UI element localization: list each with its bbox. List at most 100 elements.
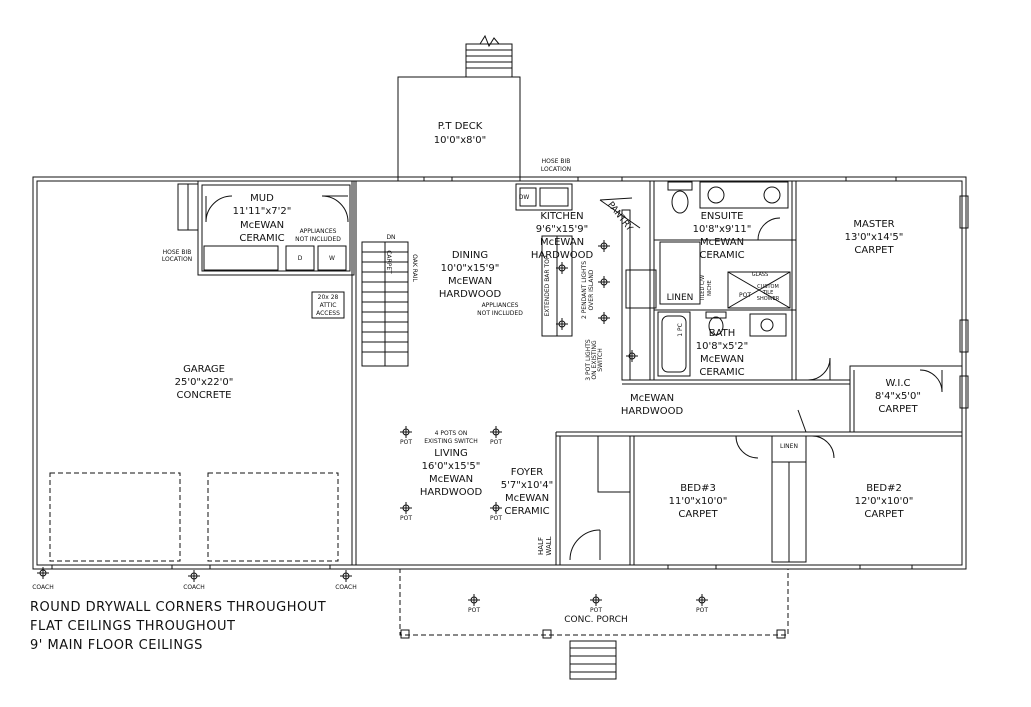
mud-room-walls <box>197 180 355 276</box>
label-living: 4 POTS ON EXISTING SWITCH LIVING 16'0"x1… <box>400 430 502 522</box>
label-pot-porch-1: POT <box>468 607 480 614</box>
label-bath: BATH 10'8"x5'2" McEWAN CERAMIC 1 PC <box>677 323 748 378</box>
label-mud: MUD 11'11"x7'2" McEWAN CERAMIC APPLIANCE… <box>233 193 342 262</box>
label-coach-3: COACH <box>335 584 357 591</box>
label-living-name: LIVING <box>434 448 468 459</box>
note-appliances-dining-2: NOT INCLUDED <box>477 310 523 317</box>
label-porch-name: CONC. PORCH <box>564 615 627 625</box>
label-washer: W <box>329 255 335 262</box>
note-hose-bib-left-1: HOSE BIB <box>163 249 192 256</box>
label-bed2: BED#2 12'0"x10'0" CARPET <box>855 483 914 520</box>
label-garage: GARAGE 25'0"x22'0" CONCRETE <box>175 364 234 401</box>
label-garage-size: 25'0"x22'0" <box>175 377 234 388</box>
label-ensuite-size: 10'8"x9'11" <box>693 224 752 235</box>
note-appliances-dining-1: APPLIANCES <box>482 302 519 309</box>
label-kitchen-name: KITCHEN <box>540 211 583 222</box>
note-attic-1: 20x 28 <box>318 294 339 301</box>
bath-walls <box>622 181 850 385</box>
label-pt-deck-name: P.T DECK <box>438 121 483 132</box>
label-one-pc: 1 PC <box>677 323 684 337</box>
label-living-size: 16'0"x15'5" <box>422 461 481 472</box>
note-glass: GLASS <box>752 272 769 278</box>
garage-door-left <box>49 472 181 562</box>
porch <box>399 568 789 680</box>
label-pot-living-4: POT <box>490 515 502 522</box>
label-master-name: MASTER <box>853 219 894 230</box>
label-garage-finish: CONCRETE <box>176 390 231 401</box>
main-stairs <box>361 241 409 367</box>
label-dining-size: 10'0"x15'9" <box>441 263 500 274</box>
label-pot-porch-2: POT <box>590 607 602 614</box>
label-bed3: BED#3 11'0"x10'0" CARPET <box>669 483 728 520</box>
label-bed3-name: BED#3 <box>680 483 716 494</box>
exterior-walls <box>32 176 967 570</box>
label-bed2-name: BED#2 <box>866 483 902 494</box>
label-hall-line1: McEWAN <box>630 393 674 404</box>
label-dishwasher: DW <box>519 194 530 201</box>
note-appliances-mud-1: APPLIANCES <box>300 228 337 235</box>
label-dining-line3: McEWAN <box>448 276 492 287</box>
label-dining-line4: HARDWOOD <box>439 289 502 300</box>
note-pendant-1: 2 PENDANT LIGHTS <box>581 261 588 319</box>
label-hall: McEWAN HARDWOOD <box>621 393 684 417</box>
note-pot3-1: 3 POT LIGHTS <box>585 339 592 381</box>
label-ensuite-line3: McEWAN <box>700 237 744 248</box>
garage-door-right <box>207 472 339 562</box>
label-mud-name: MUD <box>250 193 274 204</box>
note-drywall-corners: ROUND DRYWALL CORNERS THROUGHOUT <box>30 600 326 615</box>
label-hose-bib-left: HOSE BIB LOCATION <box>162 249 192 263</box>
label-wic-finish: CARPET <box>878 404 918 415</box>
bedroom-walls <box>555 409 962 565</box>
label-living-line4: HARDWOOD <box>420 487 483 498</box>
general-notes: ROUND DRYWALL CORNERS THROUGHOUT FLAT CE… <box>30 600 326 653</box>
kitchen-walls <box>515 181 657 381</box>
label-pot-living-2: POT <box>490 439 502 446</box>
note-hose-bib-top-1: HOSE BIB <box>542 158 571 165</box>
note-pots4-1: 4 POTS ON <box>435 430 468 437</box>
label-kitchen-size: 9'6"x15'9" <box>536 224 588 235</box>
note-pot3-3: SWITCH <box>597 348 604 372</box>
note-hose-bib-top-2: LOCATION <box>541 166 571 173</box>
label-mud-line4: CERAMIC <box>239 233 284 244</box>
label-mud-size: 11'11"x7'2" <box>233 206 292 217</box>
label-pt-deck: P.T DECK 10'0"x8'0" <box>434 121 486 146</box>
note-pendant-2: OVER ISLAND <box>588 269 595 310</box>
label-wic-size: 8'4"x5'0" <box>875 391 921 402</box>
note-tiled-2: NICHE <box>707 280 713 296</box>
label-linen-hall-name: LINEN <box>780 443 798 450</box>
note-oak-rail: OAK RAIL <box>411 254 418 282</box>
label-foyer-size: 5'7"x10'4" <box>501 480 553 491</box>
front-windows <box>51 176 913 570</box>
label-master-size: 13'0"x14'5" <box>845 232 904 243</box>
note-pot3-2: ON EXISTING <box>591 340 598 380</box>
label-pot-living-3: POT <box>400 515 412 522</box>
label-kitchen: KITCHEN 9'6"x15'9" McEWAN HARDWOOD DW EX… <box>519 194 604 381</box>
note-tiled-1: TILED C/W <box>700 275 706 302</box>
note-attic-2: ATTIC <box>320 302 337 309</box>
label-kitchen-line4: HARDWOOD <box>531 250 594 261</box>
label-dryer: D <box>298 255 303 262</box>
label-ensuite-name: ENSUITE <box>701 211 744 222</box>
label-attic: 20x 28 ATTIC ACCESS <box>316 294 340 317</box>
note-attic-3: ACCESS <box>316 310 340 317</box>
label-bath-line4: CERAMIC <box>699 367 744 378</box>
label-ensuite: ENSUITE 10'8"x9'11" McEWAN CERAMIC GLASS… <box>693 211 780 302</box>
note-custom-3: SHOWER <box>757 296 780 302</box>
label-hose-bib-top: HOSE BIB LOCATION <box>541 158 571 173</box>
label-bed2-size: 12'0"x10'0" <box>855 496 914 507</box>
label-master: MASTER 13'0"x14'5" CARPET <box>845 219 904 256</box>
label-porch: CONC. PORCH POT POT POT <box>468 607 708 625</box>
label-foyer-name: FOYER <box>511 467 544 478</box>
label-bed3-finish: CARPET <box>678 509 718 520</box>
label-wic: W.I.C 8'4"x5'0" CARPET <box>875 378 921 415</box>
note-half-wall-1: HALF <box>537 537 545 555</box>
label-dining: DINING 10'0"x15'9" McEWAN HARDWOOD APPLI… <box>439 250 523 317</box>
label-linen-bath: LINEN <box>667 293 694 303</box>
label-coach-2: COACH <box>183 584 205 591</box>
label-master-finish: CARPET <box>854 245 894 256</box>
label-bath-line3: McEWAN <box>700 354 744 365</box>
note-flat-ceilings: FLAT CEILINGS THROUGHOUT <box>30 619 235 634</box>
label-coach-1: COACH <box>32 584 54 591</box>
note-bar-top: EXTENDED BAR TOP <box>544 255 551 316</box>
label-living-line3: McEWAN <box>429 474 473 485</box>
